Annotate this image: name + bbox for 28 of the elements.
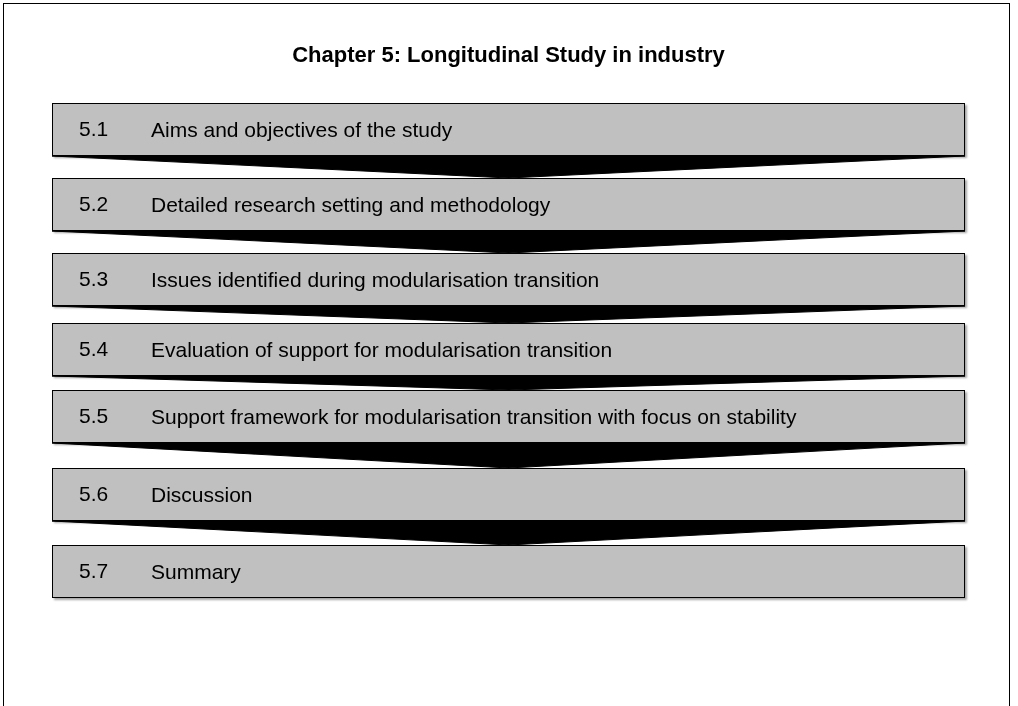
chapter-title: Chapter 5: Longitudinal Study in industry <box>291 41 726 69</box>
section-title: Support framework for modularisation transition with focus on stability <box>151 405 797 428</box>
section-number: 5.2 <box>79 191 109 218</box>
section-box <box>52 390 965 443</box>
chevron-arrow <box>51 442 966 469</box>
section-number: 5.6 <box>79 481 109 508</box>
section-title: Detailed research setting and methodology <box>151 193 551 216</box>
section-number: 5.7 <box>79 558 109 585</box>
chevron-arrow <box>51 305 966 324</box>
section-box <box>52 545 965 598</box>
section-number: 5.5 <box>79 403 109 430</box>
section-number: 5.1 <box>79 116 109 143</box>
section-title: Discussion <box>151 483 253 506</box>
section-box <box>52 178 965 231</box>
section-title: Issues identified during modularisation transition <box>151 268 600 291</box>
section-title: Aims and objectives of the study <box>151 118 453 141</box>
chevron-arrow <box>51 230 966 254</box>
section-number: 5.4 <box>79 336 109 363</box>
chevron-arrow <box>51 375 966 391</box>
section-box <box>52 323 965 376</box>
section-box <box>52 468 965 521</box>
section-box <box>52 103 965 156</box>
section-box <box>52 253 965 306</box>
section-title: Summary <box>151 560 241 583</box>
section-number: 5.3 <box>79 266 109 293</box>
chevron-arrow <box>51 520 966 546</box>
chevron-arrow <box>51 155 966 179</box>
section-title: Evaluation of support for modularisation transition <box>151 338 613 361</box>
